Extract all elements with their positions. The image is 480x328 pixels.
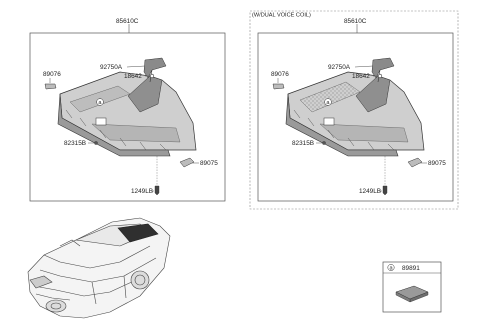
right-bolt-label: 1249LB <box>359 188 381 195</box>
left-screw-label: 82315B <box>64 140 86 147</box>
right-assembly: (W/DUAL VOICE COIL) 85610C 92750A 18642 … <box>249 10 459 210</box>
detail-circle-ref-letter: a <box>390 266 394 272</box>
right-endcap-left-label: 89076 <box>271 71 289 78</box>
left-clip-label: 18642 <box>124 73 142 80</box>
detail-circle-ref <box>387 264 395 271</box>
left-assembly: 85610C 92750A 18642 89076 89075 <box>29 18 226 202</box>
left-endcap-right-label: 89075 <box>200 160 218 167</box>
left-screw <box>94 141 98 145</box>
right-frame <box>257 32 454 202</box>
right-main-part-label: 85610C <box>344 18 367 25</box>
vehicle-illustration <box>27 217 171 319</box>
right-clip-label: 18642 <box>352 73 370 80</box>
left-bolt-label: 1249LB <box>131 188 153 195</box>
left-clip <box>149 73 155 79</box>
left-main-part-label: 85610C <box>116 18 139 25</box>
right-clip <box>377 73 383 79</box>
left-bracket-label: 92750A <box>100 64 123 71</box>
right-bracket-label: 92750A <box>328 64 351 71</box>
right-screw-label: 82315B <box>292 140 314 147</box>
left-circle-ref-letter: a <box>98 100 102 106</box>
right-package-tray <box>285 71 425 157</box>
right-circle-ref <box>324 98 332 106</box>
left-endcap-left-label: 89076 <box>43 71 61 78</box>
variant-label: (W/DUAL VOICE COIL) <box>252 13 311 19</box>
vehicle-rear-window-highlight <box>117 223 159 243</box>
right-endcap-right <box>407 157 423 168</box>
right-screw <box>322 141 326 145</box>
left-bolt <box>154 185 160 196</box>
left-endcap-left <box>44 83 57 90</box>
left-frame <box>29 32 226 202</box>
left-circle-ref <box>96 98 104 106</box>
right-bolt <box>382 185 388 196</box>
left-endcap-right <box>179 157 195 168</box>
right-endcap-right-label: 89075 <box>428 160 446 167</box>
right-circle-ref-letter: a <box>326 100 330 106</box>
right-endcap-left <box>272 83 285 90</box>
detail-part-label: 89891 <box>402 265 420 272</box>
detail-box: a 89891 <box>382 261 442 313</box>
